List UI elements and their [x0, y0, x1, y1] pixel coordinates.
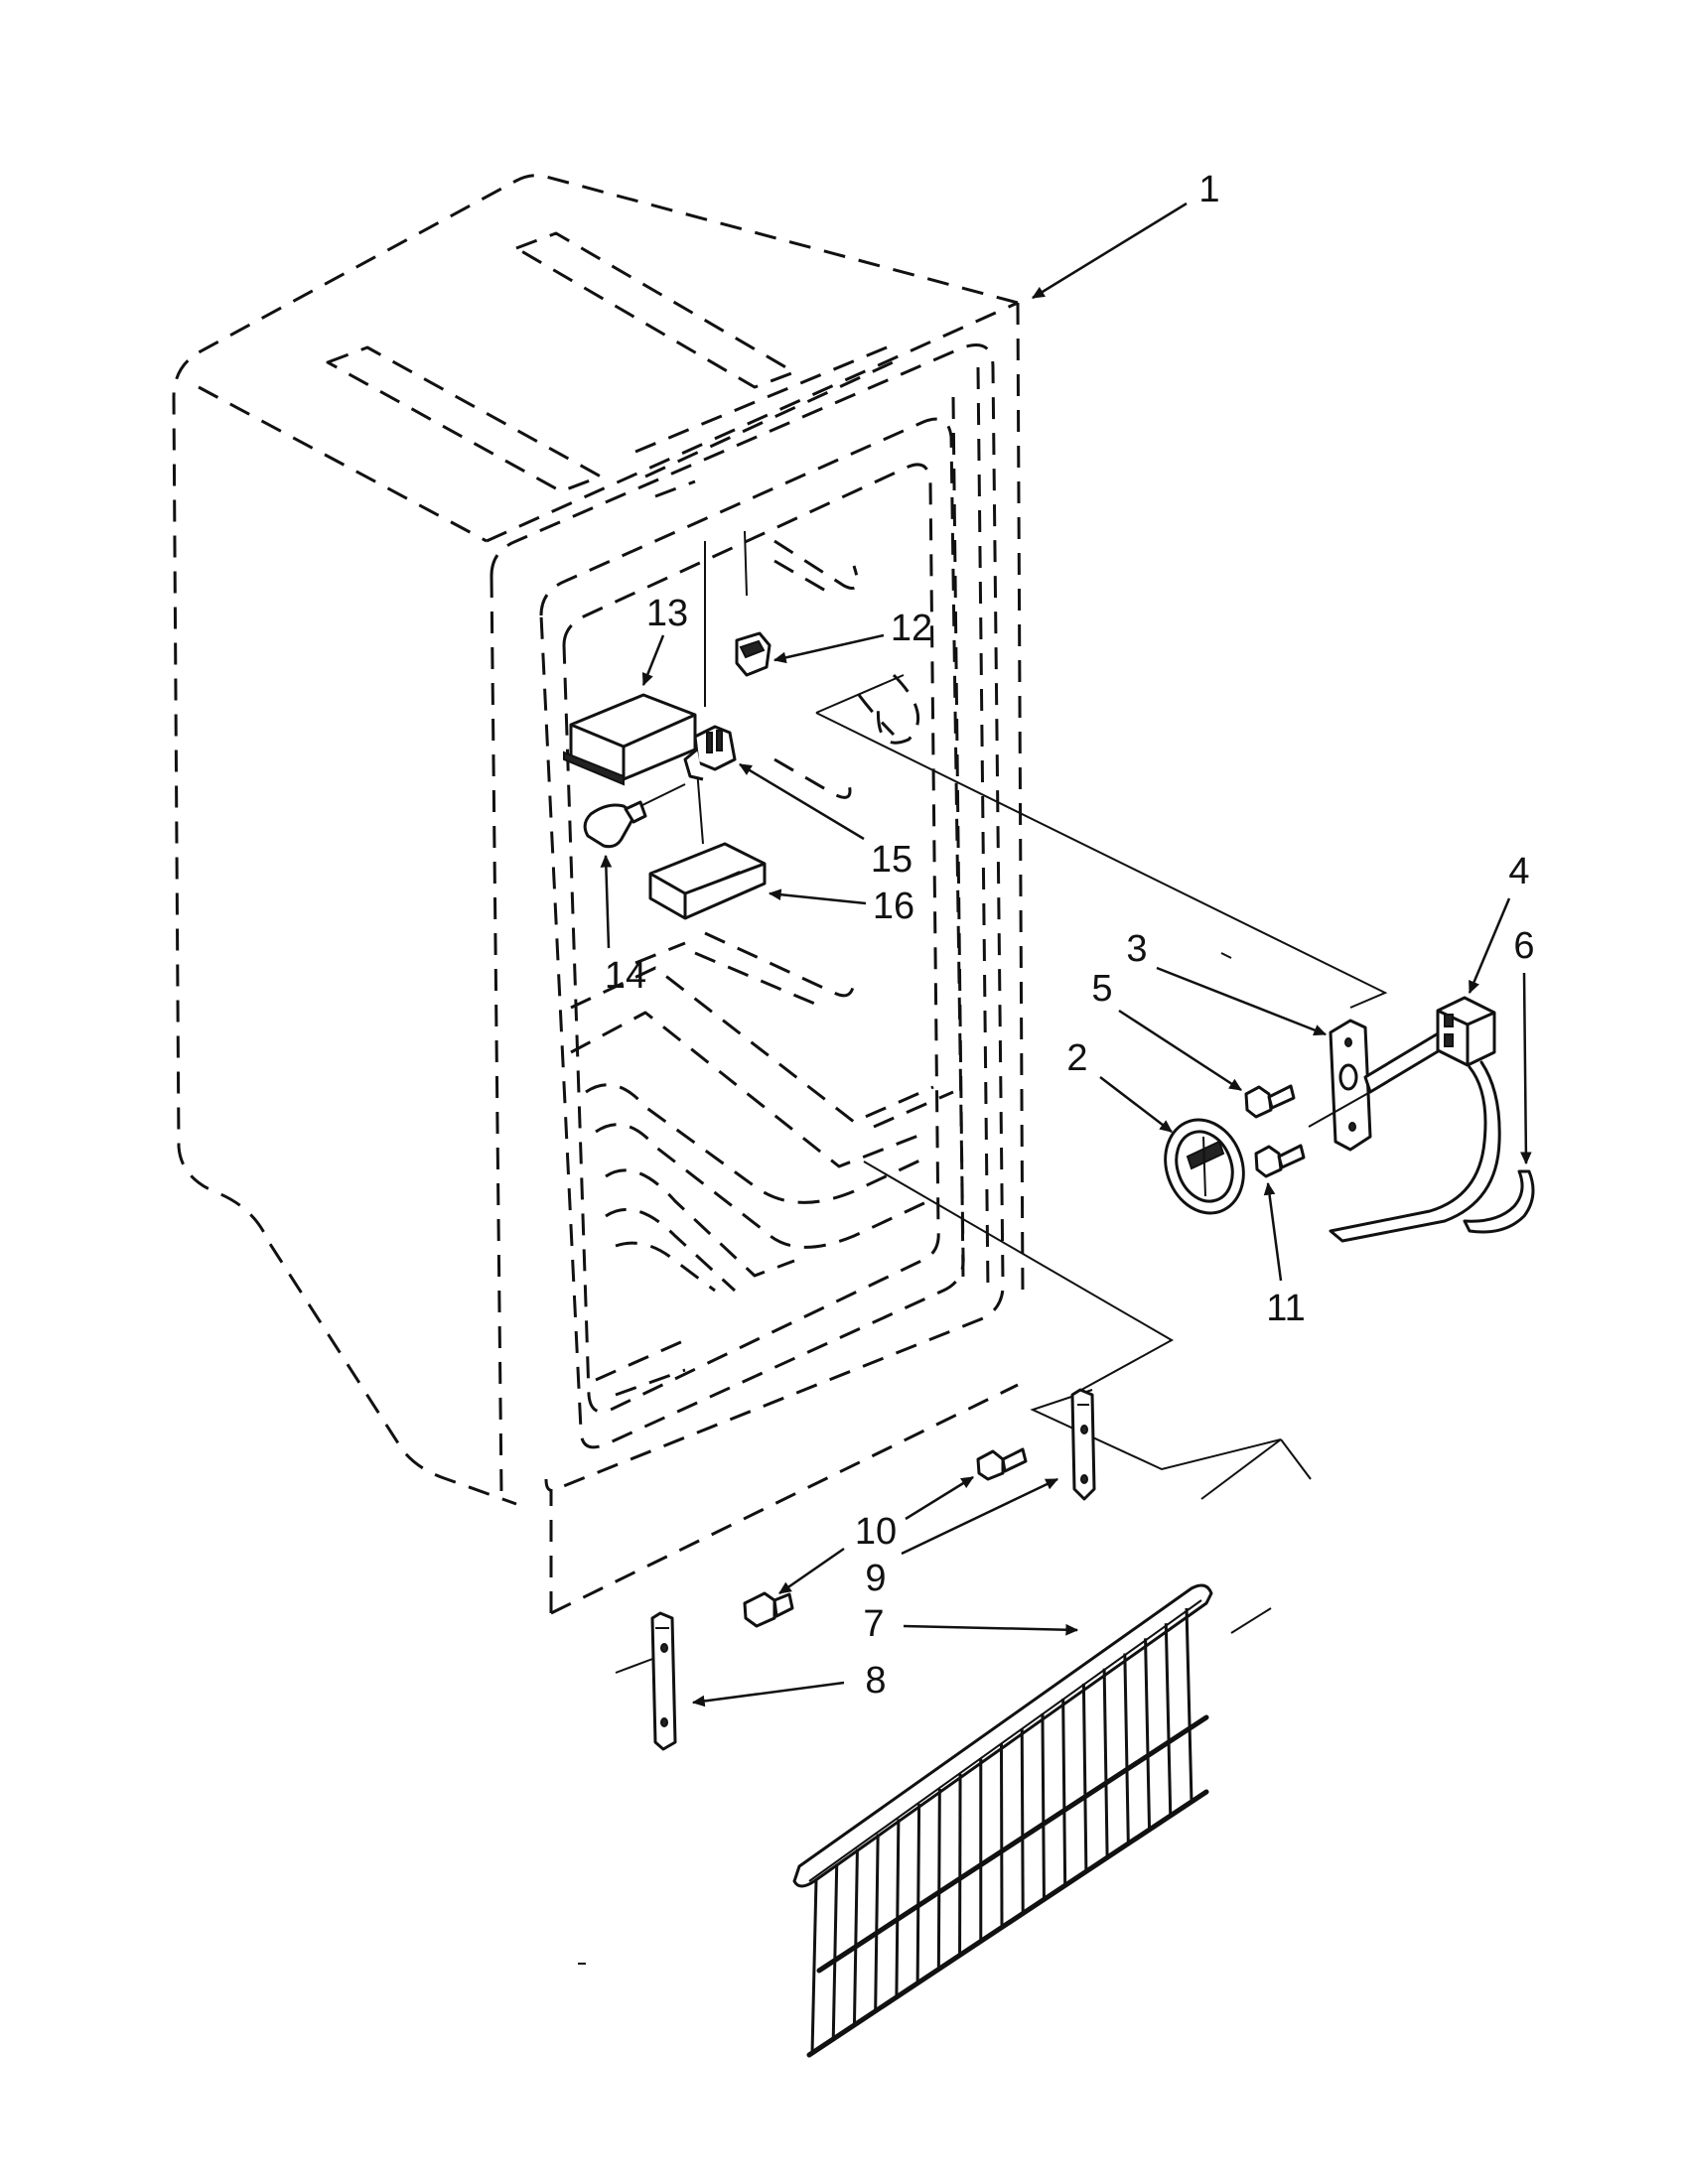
callout-label-2: 2	[1066, 1037, 1087, 1079]
screw-bottom	[1254, 1144, 1306, 1178]
callout-label-10: 10	[855, 1511, 897, 1553]
callout-14: 14	[600, 854, 646, 997]
callout-label-3: 3	[1126, 928, 1147, 970]
light-bulb	[583, 783, 686, 849]
callout-8: 8	[691, 1660, 887, 1707]
basket-wire	[831, 1863, 839, 2039]
basket-wire	[936, 1788, 941, 1970]
callout-12: 12	[772, 608, 932, 664]
callout-5: 5	[1091, 968, 1242, 1092]
thermostat	[1329, 996, 1501, 1243]
callout-1: 1	[1032, 169, 1220, 300]
callout-4: 4	[1468, 851, 1530, 995]
basket-wire	[1102, 1668, 1109, 1858]
callout-7: 7	[863, 1603, 1079, 1645]
wire-basket	[792, 1583, 1213, 2058]
light-shield	[563, 693, 697, 786]
callout-10: 10	[778, 1475, 974, 1595]
callout-label-6: 6	[1513, 925, 1534, 967]
basket-wire	[874, 1834, 880, 2011]
basket-wire	[1020, 1728, 1025, 1914]
bracket	[648, 842, 767, 920]
basket-wire	[915, 1804, 921, 1983]
basket-wire	[1041, 1713, 1046, 1900]
callout-11: 11	[1263, 1181, 1306, 1329]
control-bracket	[1308, 1019, 1447, 1152]
callout-label-9: 9	[865, 1558, 886, 1599]
callout-6: 6	[1513, 925, 1535, 1165]
light-switch	[735, 631, 772, 677]
callout-16: 16	[768, 886, 914, 927]
tube	[1463, 1169, 1535, 1234]
callout-label-4: 4	[1508, 851, 1529, 892]
callout-label-13: 13	[646, 593, 688, 634]
callout-3: 3	[1126, 928, 1328, 1036]
cabinet-outline	[172, 174, 1025, 1615]
callout-2: 2	[1066, 1037, 1173, 1133]
basket-wire	[852, 1848, 859, 2025]
basket-wire	[1164, 1623, 1173, 1817]
callout-label-1: 1	[1198, 169, 1219, 210]
basket-support-right	[1070, 1388, 1096, 1501]
basket-wire	[1081, 1683, 1088, 1872]
callout-label-11: 11	[1266, 1288, 1305, 1329]
screw-top	[1244, 1084, 1296, 1119]
callout-label-12: 12	[891, 608, 932, 649]
basket-wire	[1144, 1638, 1152, 1831]
callout-13: 13	[641, 593, 688, 687]
callout-label-14: 14	[605, 955, 646, 997]
leader-lines	[615, 530, 1388, 1674]
basket-wire	[810, 1878, 818, 2054]
basket-wire	[1123, 1653, 1130, 1844]
thermostat-knob	[1164, 1118, 1245, 1215]
bracket-screw-left	[743, 1591, 794, 1628]
light-socket	[683, 725, 737, 781]
basket-wire	[1000, 1743, 1004, 1928]
callout-9: 9	[865, 1477, 1059, 1599]
basket-support-left	[650, 1611, 677, 1751]
callout-label-16: 16	[873, 886, 914, 927]
callout-15: 15	[738, 762, 912, 881]
bracket-screw-right	[976, 1447, 1028, 1481]
basket-wire	[958, 1773, 962, 1956]
callout-label-7: 7	[863, 1603, 884, 1645]
basket-wire	[1185, 1607, 1193, 1803]
basket-wire	[895, 1819, 901, 1997]
basket-wire	[1061, 1698, 1067, 1886]
callout-label-5: 5	[1091, 968, 1112, 1010]
callout-label-15: 15	[871, 839, 912, 881]
callout-label-8: 8	[865, 1660, 886, 1702]
